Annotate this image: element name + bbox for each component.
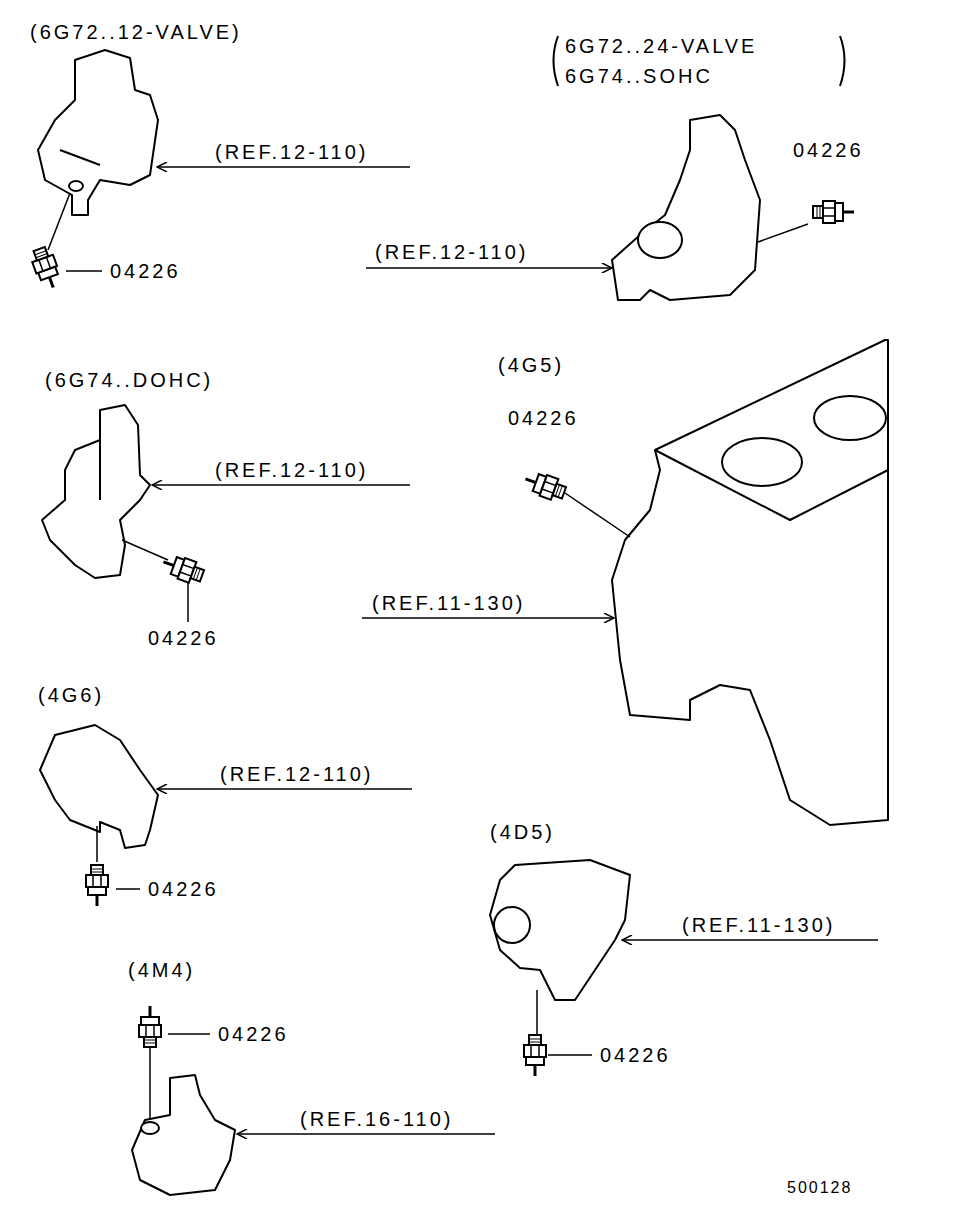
- reference-label: (REF.11-130): [372, 591, 525, 615]
- thermostat-housing: [612, 115, 760, 300]
- housing-edge: [99, 440, 101, 500]
- oil-pressure-switch: [86, 865, 108, 906]
- reference-arrow: [237, 1133, 495, 1135]
- figure-number: 500128: [787, 1176, 852, 1200]
- leader-line: [548, 1054, 592, 1056]
- reference-label: (REF.12-110): [220, 762, 373, 786]
- reference-arrow: [157, 166, 410, 168]
- cylinder-block: [612, 340, 888, 825]
- callout-number: 04226: [148, 877, 219, 901]
- callout-number: 04226: [110, 259, 181, 283]
- engine-label: 6G72..24-VALVE: [565, 34, 757, 58]
- oil-pressure-switch: [139, 1006, 161, 1047]
- oil-pressure-switch: [522, 468, 568, 503]
- reference-arrow: [362, 617, 614, 619]
- case-boss: [494, 907, 530, 943]
- leader-line: [48, 193, 70, 250]
- callout-number: 04226: [508, 406, 579, 430]
- engine-label: (6G72..12-VALVE): [30, 20, 242, 44]
- reference-label: (REF.16-110): [300, 1107, 453, 1131]
- leader-line: [758, 224, 808, 242]
- sensor-port: [141, 1122, 159, 1134]
- engine-label: (4M4): [128, 958, 195, 982]
- reference-arrow: [152, 484, 410, 486]
- reference-arrow: [622, 939, 878, 941]
- leader-line: [168, 1033, 210, 1035]
- engine-label: (4G5): [498, 353, 564, 377]
- cylinder-bore: [814, 396, 886, 440]
- cylinder-bore: [722, 438, 802, 486]
- bracket: [840, 36, 845, 86]
- bracket: [554, 36, 559, 86]
- callout-number: 04226: [218, 1022, 289, 1046]
- leader-line: [96, 826, 98, 862]
- front-case: [490, 860, 630, 1000]
- reference-label: (REF.12-110): [215, 458, 368, 482]
- thermostat-housing: [132, 1075, 235, 1195]
- oil-pressure-switch: [29, 245, 64, 291]
- leader-line: [565, 493, 630, 537]
- engine-label: 6G74..SOHC: [565, 64, 713, 88]
- leader-line: [187, 582, 189, 622]
- callout-number: 04226: [600, 1043, 671, 1067]
- oil-pressure-switch: [813, 201, 854, 223]
- reference-arrow: [157, 788, 412, 790]
- reference-label: (REF.12-110): [375, 240, 528, 264]
- reference-label: (REF.12-110): [215, 140, 368, 164]
- leader-line: [66, 270, 102, 272]
- engine-label: (6G74..DOHC): [45, 368, 213, 392]
- thermostat-housing: [40, 725, 158, 848]
- housing-edge: [60, 150, 100, 165]
- oil-pressure-switch: [160, 551, 206, 586]
- leader-line: [122, 540, 168, 560]
- thermostat-housing: [38, 50, 158, 215]
- callout-number: 04226: [793, 138, 864, 162]
- reference-label: (REF.11-130): [682, 913, 835, 937]
- thermostat-housing: [42, 405, 150, 578]
- leader-line: [536, 990, 538, 1036]
- sensor-port: [69, 181, 83, 191]
- leader-line: [149, 1048, 151, 1120]
- leader-line: [116, 888, 140, 890]
- engine-label: (4D5): [490, 820, 555, 844]
- engine-label: (4G6): [38, 683, 104, 707]
- callout-number: 04226: [148, 626, 219, 650]
- reference-arrow: [366, 267, 612, 269]
- oil-pressure-switch: [524, 1035, 546, 1076]
- housing-outlet: [638, 222, 682, 258]
